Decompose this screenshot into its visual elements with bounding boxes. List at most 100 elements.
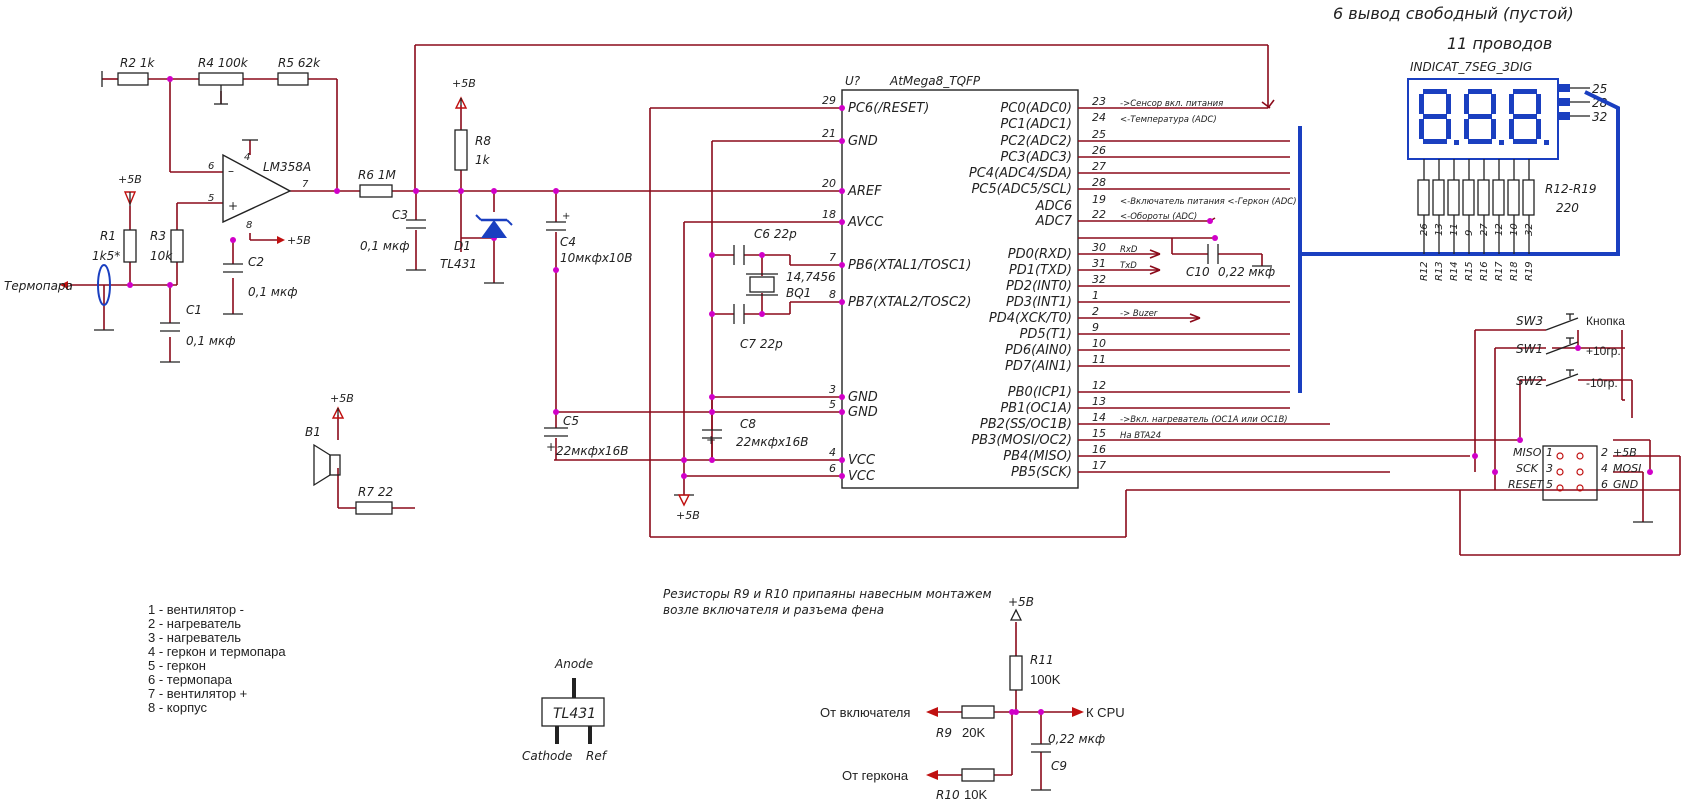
rname-6: R17 [1494, 261, 1505, 281]
svg-text:+: + [706, 433, 716, 447]
mcu-pin-name-right-1: PC1(ADC1) [1000, 117, 1072, 132]
mcu-pin-num-left-4: 7 [829, 251, 836, 264]
mcu-pin-num-right-2: 25 [1092, 128, 1106, 141]
c8-ref: C8 [740, 417, 756, 431]
r10-value: 10K [964, 787, 987, 802]
diode-d1: D1 TL431 [440, 214, 513, 271]
mcu-pin-note-right-19: На BTA24 [1120, 431, 1161, 441]
legend-2: 2 - нагреватель [148, 616, 241, 631]
mcu-pin-num-right-6: 19 [1092, 193, 1106, 206]
c3-ref: C3 [392, 208, 408, 222]
tl431-pinout: Anode TL431 Cathode Ref [522, 657, 608, 763]
r10-ref: R10 [936, 788, 960, 802]
rname-4: R15 [1464, 261, 1475, 281]
from-reed-label: От геркона [842, 768, 909, 783]
note-line-2: возле включателя и разъема фена [663, 603, 884, 617]
r11-ref: R11 [1030, 653, 1054, 667]
mcu-pin-num-right-17: 13 [1092, 395, 1106, 408]
mcu-pin-name-left-0: PC6(/RESET) [848, 101, 929, 116]
mcu-pin-name-left-2: AREF [847, 184, 882, 199]
tl431-name: TL431 [553, 706, 596, 722]
plus5v-label-r1: +5В [118, 173, 142, 186]
indicator-name: INDICAT_7SEG_3DIG [1410, 60, 1532, 74]
mcu-pin-num-right-20: 16 [1092, 443, 1106, 456]
rname-5: R16 [1479, 261, 1490, 281]
c2-ref: C2 [248, 255, 264, 269]
legend-5: 5 - геркон [148, 658, 206, 673]
mcu-right-wires [414, 44, 1390, 473]
svg-text:5: 5 [208, 193, 214, 204]
thermocouple-input: Термопара [4, 264, 111, 306]
rname-3: R14 [1449, 261, 1460, 281]
mcu-atmega8: U? AtMega8_TQFP 29PC6(/RESET)21GND20AREF… [822, 74, 1297, 489]
mcu-pin-num-right-5: 28 [1092, 176, 1106, 189]
mcu-pin-num-right-3: 26 [1092, 144, 1106, 157]
d1-ref: D1 [454, 239, 471, 253]
isp-vcc: +5В [1613, 446, 1637, 459]
rname-8: R19 [1524, 261, 1535, 281]
plus5v-label-r11: +5В [1008, 595, 1034, 609]
mcu-pin-name-right-17: PB1(OC1A) [1000, 401, 1072, 416]
c3-value: 0,1 мкф [360, 239, 409, 253]
svg-text:5: 5 [1546, 478, 1553, 491]
plus5v-symbols [123, 96, 691, 507]
mcu-pin-name-right-16: PB0(ICP1) [1008, 385, 1072, 400]
mcu-pin-num-right-13: 9 [1092, 321, 1099, 334]
mcu-pin-name-right-13: PD5(T1) [1020, 327, 1072, 342]
mcu-pin-name-right-19: PB3(MOSI/OC2) [971, 433, 1072, 448]
mcu-pin-note-right-0: ->Сенсор вкл. питания [1120, 99, 1223, 109]
r4-label: R4 100k [198, 56, 249, 70]
tl431-anode: Anode [554, 657, 593, 671]
left-wires [70, 78, 1680, 538]
svg-text:3: 3 [1546, 462, 1553, 475]
plus5v-label-r8: +5В [452, 77, 476, 90]
mcu-pin-note-right-9: TxD [1120, 261, 1137, 271]
rpin-7: 10 [1509, 223, 1520, 236]
mcu-pin-num-right-18: 14 [1092, 411, 1106, 424]
mcu-pin-num-left-1: 21 [822, 127, 836, 140]
mcu-pin-note-right-18: ->Вкл. нагреватель (OC1A или OC1B) [1120, 415, 1288, 425]
to-cpu-label: К CPU [1086, 705, 1125, 720]
c4-ref: C4 [560, 235, 576, 249]
mcu-pin-num-right-21: 17 [1092, 459, 1106, 472]
plus5v-label-mcu: +5В [676, 509, 700, 522]
mcu-right-pins: PC0(ADC0)23->Сенсор вкл. питанияPC1(ADC1… [969, 95, 1297, 480]
mcu-pin-name-right-20: PB4(MISO) [1003, 449, 1072, 464]
mcu-pin-note-right-12: -> Buzer [1120, 309, 1158, 319]
mcu-pin-num-left-9: 6 [829, 462, 836, 475]
mcu-pin-num-left-8: 4 [829, 446, 836, 459]
resistors-left [117, 72, 468, 515]
header-note-pin6: 6 вывод свободный (пустой) [1333, 4, 1574, 23]
mcu-pin-num-right-12: 2 [1092, 305, 1099, 318]
legend-7: 7 - вентилятор + [148, 686, 247, 701]
mcu-pin-note-right-7: <-Обороты (ADC) [1120, 212, 1197, 222]
svg-text:–: – [228, 164, 234, 178]
mcu-pin-note-right-1: <-Температура (ADC) [1120, 115, 1217, 125]
mcu-pin-num-left-5: 8 [829, 288, 836, 301]
mcu-pin-name-left-5: PB7(XTAL2/TOSC2) [848, 295, 971, 310]
mcu-pin-name-right-9: PD1(TXD) [1009, 263, 1072, 278]
bq1-ref: BQ1 [786, 286, 811, 300]
mcu-pin-num-left-6: 3 [829, 383, 836, 396]
mcu-pin-name-right-21: PB5(SCK) [1011, 465, 1072, 480]
tl431-ref: Ref [586, 749, 608, 763]
sw3-ref: SW3 [1516, 314, 1543, 328]
r8-value: 1k [475, 153, 491, 167]
indicator-pin-32: 32 [1592, 110, 1607, 124]
c7-label: C7 22p [740, 337, 783, 351]
mcu-pin-num-right-9: 31 [1092, 257, 1106, 270]
sw2-ref: SW2 [1516, 374, 1543, 388]
mcu-pin-name-left-7: GND [848, 405, 878, 420]
note-line-1: Резисторы R9 и R10 припаяны навесным мон… [663, 587, 992, 601]
legend-3: 3 - нагреватель [148, 630, 241, 645]
mcu-pin-num-right-15: 11 [1092, 353, 1106, 366]
legend-8: 8 - корпус [148, 700, 207, 715]
mcu-pin-name-right-0: PC0(ADC0) [1000, 101, 1072, 116]
mcu-pin-num-right-11: 1 [1092, 289, 1099, 302]
isp-miso: MISO [1513, 446, 1542, 459]
svg-text:6: 6 [1601, 478, 1608, 491]
rpin-5: 27 [1479, 223, 1490, 236]
rpin-4: 9 [1464, 230, 1475, 236]
